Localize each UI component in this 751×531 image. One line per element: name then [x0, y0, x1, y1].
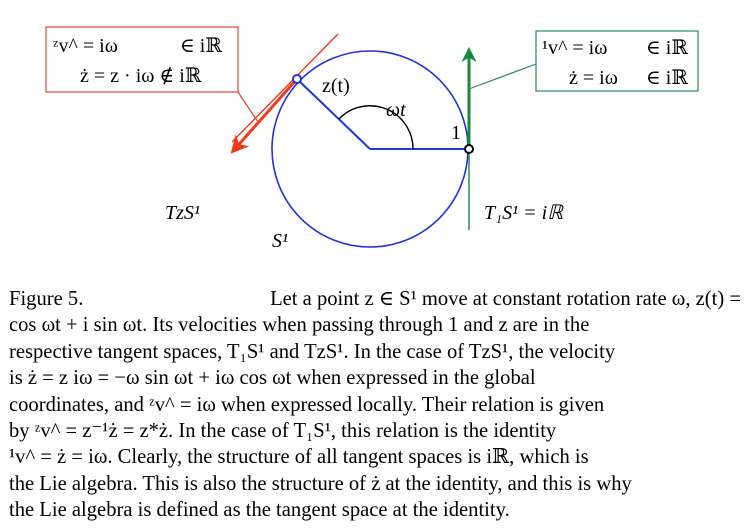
point-one — [464, 144, 474, 154]
caption-label: Figure 5. — [9, 288, 84, 310]
left-box-row1-rhs: ∈ iℝ — [180, 35, 222, 57]
left-box-row2: ż = z · iω ∉ iℝ — [80, 65, 202, 87]
radius-to-z — [296, 78, 371, 150]
caption-line: the Lie algebra is defined as the tangen… — [9, 499, 510, 522]
label-tangent-z: TzS¹ — [165, 202, 200, 224]
velocity-arrow-z — [230, 78, 299, 154]
right-box-connector — [468, 63, 537, 90]
caption-line: coordinates, and ᶻv^ = iω when expressed… — [9, 393, 605, 416]
caption-line-text: Let a point z ∈ S¹ move at constant rota… — [270, 288, 741, 310]
left-equation-box — [45, 26, 239, 93]
point-z — [292, 74, 302, 84]
left-box-row1-lhs: ᶻv^ = iω — [53, 35, 118, 57]
caption-line: by ᶻv^ = z⁻¹ż = z*ż. In the case of T₁S¹… — [9, 420, 557, 443]
label-circle: S¹ — [272, 230, 288, 252]
figure-diagram: ᶻv^ = iω ∈ iℝ ż = z · iω ∉ iℝ ¹v^ = iω ∈… — [45, 26, 699, 252]
caption-line: respective tangent spaces, T₁S¹ and TzS¹… — [9, 340, 616, 363]
right-box-row1-rhs: ∈ iℝ — [646, 37, 688, 59]
caption-line: the Lie algebra. This is also the struct… — [9, 472, 632, 495]
caption-line: ¹v^ = ż = iω. Clearly, the structure of … — [9, 446, 589, 469]
caption-line: Figure 5. Let a point z ∈ S¹ move at cons… — [9, 286, 741, 312]
label-tangent-one: T₁S¹ = iℝ — [484, 202, 564, 224]
right-box-row2-rhs: ∈ iℝ — [646, 67, 688, 89]
left-box-connector — [237, 91, 259, 123]
right-box-row2-lhs: ż = iω — [569, 67, 618, 89]
label-z-of-t: z(t) — [322, 75, 350, 97]
right-box-row1-lhs: ¹v^ = iω — [542, 37, 607, 59]
tangent-line-z — [231, 33, 339, 143]
label-one: 1 — [451, 122, 461, 144]
caption-line: cos ωt + i sin ωt. Its velocities when p… — [9, 314, 590, 337]
caption-line: is ż = z iω = −ω sin ωt + iω cos ωt when… — [9, 367, 536, 390]
figure-caption: Figure 5. Let a point z ∈ S¹ move at cons… — [9, 286, 741, 524]
right-equation-box — [535, 30, 699, 92]
label-angle: ωt — [386, 99, 406, 121]
angle-arc — [338, 105, 414, 150]
